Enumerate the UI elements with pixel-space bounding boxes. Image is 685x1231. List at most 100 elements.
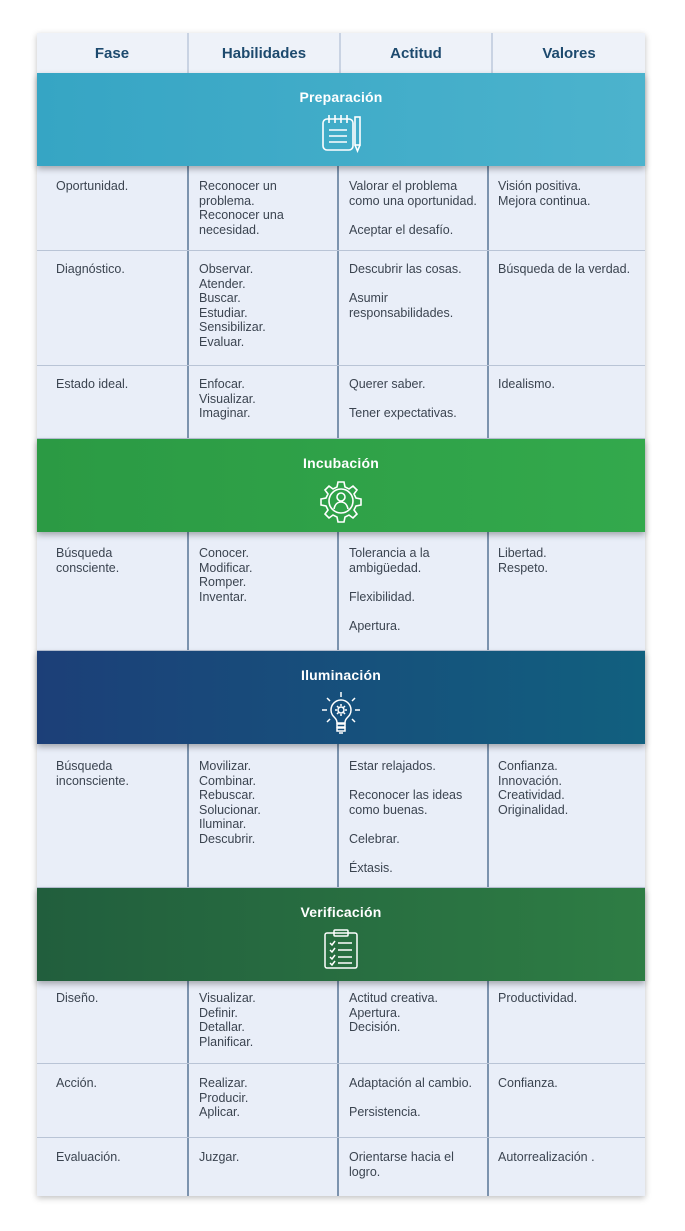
cell-line: Decisión. [349, 1020, 401, 1034]
cell-line: Iluminar. [199, 817, 247, 831]
table-row: Diseño. Visualizar.Definir.Detallar.Plani… [37, 981, 645, 1064]
cell-line: Enfocar. [199, 377, 245, 391]
cell-line: como una oportunidad. [349, 193, 477, 208]
cell-line: Adaptación al cambio. [349, 1076, 472, 1090]
cell-line: Inventar. [199, 589, 247, 604]
cell-actitud: Actitud creativa.Apertura.Decisión. [337, 981, 487, 1063]
cell-line: Conocer. [199, 546, 250, 560]
cell-valores: Autorrealización . [487, 1138, 639, 1196]
cell-valores: Libertad.Respeto. [487, 532, 639, 650]
cell-habilidades: Realizar.Producir.Aplicar. [187, 1064, 337, 1137]
cell-line: Evaluar. [199, 334, 245, 349]
cell-line: Respeto. [498, 560, 549, 575]
cell-line: como buenas. [349, 802, 428, 817]
cell-line: Éxtasis. [349, 860, 393, 875]
cell-line: Innovación. [498, 773, 562, 788]
cell-valores: Visión positiva.Mejora continua. [487, 166, 639, 250]
cell-line: Libertad. [498, 546, 547, 560]
cell-line: Estudiar. [199, 305, 248, 320]
cell-line: Flexibilidad. [349, 589, 416, 604]
cell-line: Aplicar. [199, 1105, 240, 1119]
cell-line: Visualizar. [199, 391, 256, 406]
cell-fase: Diagnóstico. [56, 262, 125, 276]
cell-line: Productividad. [498, 991, 578, 1005]
cell-line: Tolerancia a la [349, 546, 430, 560]
cell-line: Visualizar. [199, 991, 256, 1005]
creative-process-table: Fase Habilidades Actitud Valores Prepara… [37, 33, 645, 1196]
gear-person-icon [37, 479, 645, 523]
cell-line: Reconocer una [199, 208, 284, 222]
cell-line: ambigüedad. [349, 560, 422, 575]
cell-line: Querer saber. [349, 377, 426, 391]
table-row: Búsqueda consciente. Conocer.Modificar.Ro… [37, 532, 645, 651]
cell-line: Descubrir. [199, 831, 256, 846]
cell-line: Producir. [199, 1090, 249, 1105]
cell-line: Reconocer un [199, 179, 277, 193]
table-row: Acción.Realizar.Producir.Aplicar.Adaptac… [37, 1064, 645, 1138]
cell-line: Realizar. [199, 1076, 248, 1090]
band-preparacion: Preparación [37, 73, 645, 166]
cell-line: Visión positiva. [498, 179, 582, 193]
band-verificacion: Verificación [37, 888, 645, 981]
table-row: Estado ideal.Enfocar.Visualizar.Imaginar… [37, 366, 645, 439]
cell-habilidades: Juzgar. [187, 1138, 337, 1196]
phase-title: Verificación [300, 904, 382, 920]
cell-line: Juzgar. [199, 1150, 240, 1164]
cell-line: Reconocer las ideas [349, 788, 463, 802]
cell-habilidades: Visualizar.Definir.Detallar.Planificar. [187, 981, 337, 1063]
cell-fase: Oportunidad. [56, 179, 129, 193]
cell-line: Confianza. [498, 759, 558, 773]
header-actitud: Actitud [341, 33, 491, 73]
cell-line: Orientarse hacia el [349, 1150, 454, 1164]
cell-valores: Idealismo. [487, 366, 639, 438]
cell-line: Apertura. [349, 618, 401, 633]
cell-line: Planificar. [199, 1034, 254, 1049]
cell-line: problema. [199, 193, 255, 208]
cell-line: Autorrealización . [498, 1150, 595, 1164]
phase-title: Iluminación [301, 667, 381, 683]
cell-line: responsabilidades. [349, 305, 454, 320]
table-row: Diagnóstico. Observar.Atender.Buscar.Estu… [37, 251, 645, 366]
cell-line: Estar relajados. [349, 759, 436, 773]
cell-line: logro. [349, 1164, 381, 1179]
phase-title: Incubación [303, 455, 379, 471]
cell-line: Actitud creativa. [349, 991, 438, 1005]
cell-line: Romper. [199, 575, 247, 589]
cell-line: Originalidad. [498, 802, 569, 817]
cell-line: Celebrar. [349, 831, 400, 846]
header-valores: Valores [493, 33, 645, 73]
cell-line: Persistencia. [349, 1105, 421, 1119]
cell-line: Atender. [199, 276, 246, 291]
cell-line: Confianza. [498, 1076, 558, 1090]
band-iluminacion: Iluminación [37, 651, 645, 744]
cell-line: Tener expectativas. [349, 406, 457, 420]
cell-fase: Búsqueda inconsciente. [56, 759, 129, 788]
table-row: Búsqueda inconsciente. Movilizar.Combinar… [37, 744, 645, 888]
checklist-clipboard-icon [37, 928, 645, 970]
notepad-icon [37, 113, 645, 153]
cell-line: Solucionar. [199, 802, 261, 817]
cell-line: Descubrir las cosas. [349, 262, 462, 276]
cell-fase: Diseño. [56, 991, 99, 1005]
cell-fase: Estado ideal. [56, 377, 129, 391]
band-incubacion: Incubación [37, 439, 645, 532]
cell-line: Sensibilizar. [199, 320, 266, 334]
cell-line: Observar. [199, 262, 254, 276]
cell-line: Modificar. [199, 560, 253, 575]
cell-line: Mejora continua. [498, 193, 591, 208]
cell-line: Definir. [199, 1005, 238, 1020]
cell-line: Idealismo. [498, 377, 555, 391]
cell-fase: Evaluación. [56, 1150, 121, 1164]
cell-line: Valorar el problema [349, 179, 458, 193]
cell-fase: Búsqueda consciente. [56, 546, 120, 575]
cell-line: Buscar. [199, 291, 241, 305]
cell-habilidades: Movilizar.Combinar.Rebuscar.Solucionar.I… [187, 744, 337, 887]
phase-title: Preparación [299, 89, 383, 105]
